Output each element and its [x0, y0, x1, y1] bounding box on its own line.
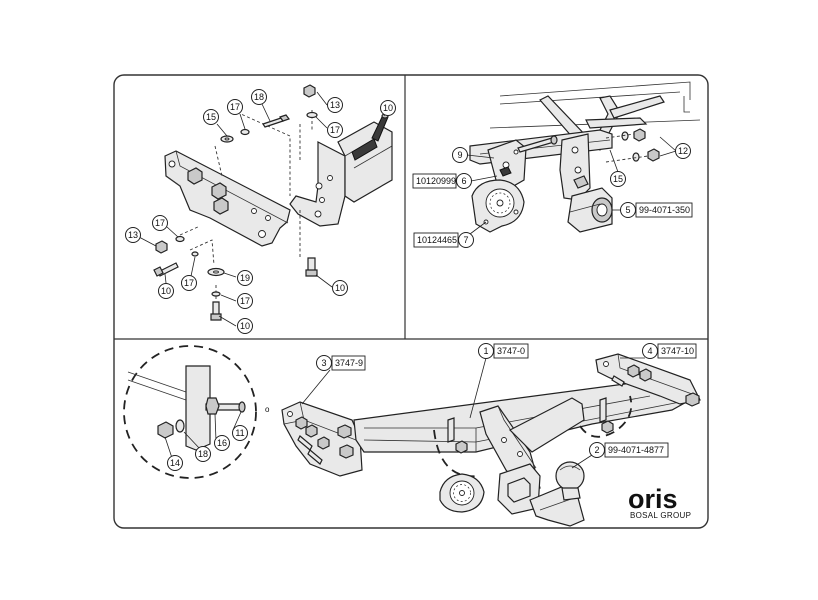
washer-17-icon	[240, 128, 250, 136]
towbar-assembly-view: o 11 16 18 14	[123, 343, 701, 527]
svg-text:o: o	[265, 405, 270, 414]
svg-text:19: 19	[240, 273, 250, 283]
balloon-13: 13	[327, 97, 343, 113]
code-3747-10: 3747-10	[657, 343, 697, 359]
brand-subtitle: BOSAL GROUP	[630, 511, 691, 520]
balloon-1: 1	[478, 343, 494, 359]
svg-text:10: 10	[161, 286, 171, 296]
balloon-7: 7	[458, 232, 474, 248]
balloon-14: 14	[167, 455, 183, 471]
balloon-17: 17	[181, 275, 197, 291]
balloon-11: 11	[232, 425, 248, 441]
detail-circle	[123, 345, 257, 479]
svg-text:10124465: 10124465	[417, 235, 457, 245]
balloon-18: 18	[195, 446, 211, 462]
svg-text:17: 17	[184, 278, 194, 288]
svg-text:10120999: 10120999	[416, 176, 456, 186]
balloon-9: 9	[452, 147, 468, 163]
svg-text:9: 9	[457, 150, 462, 160]
brand-logo-text: oris	[628, 484, 678, 514]
bracket-exploded-view: 15 17 18 13 17 10 17 13 10 17 19 17 10 1…	[125, 84, 396, 334]
svg-text:14: 14	[170, 458, 180, 468]
diagram-frame	[113, 74, 709, 529]
balloon-19: 19	[237, 270, 253, 286]
svg-text:10: 10	[383, 103, 393, 113]
balloon-10: 10	[380, 100, 396, 116]
svg-text:15: 15	[613, 174, 623, 184]
detail-arc-right	[579, 395, 633, 438]
svg-text:18: 18	[198, 449, 208, 459]
svg-text:15: 15	[206, 112, 216, 122]
balloon-13: 13	[125, 227, 141, 243]
svg-text:18: 18	[254, 92, 264, 102]
socket-installation-view: 9 6 10120999 7 10124465 12 15 5 99-4071-…	[412, 81, 701, 248]
bolt-18-icon	[262, 117, 284, 128]
balloon-17: 17	[327, 122, 343, 138]
svg-text:5: 5	[625, 205, 630, 215]
svg-text:4: 4	[647, 346, 652, 356]
svg-text:17: 17	[230, 102, 240, 112]
balloon-10: 10	[332, 280, 348, 296]
balloon-10: 10	[158, 283, 174, 299]
svg-text:11: 11	[235, 428, 244, 438]
balloon-17: 17	[152, 215, 168, 231]
svg-text:13: 13	[330, 100, 340, 110]
balloon-17: 17	[227, 99, 243, 115]
code-3747-0: 3747-0	[493, 343, 529, 359]
code-99-4071-4877: 99-4071-4877	[604, 442, 669, 458]
oris-logo: oris BOSAL GROUP	[628, 484, 691, 520]
svg-text:17: 17	[155, 218, 165, 228]
svg-text:99-4071-4877: 99-4071-4877	[608, 445, 664, 455]
balloon-4: 4	[642, 343, 658, 359]
balloon-3: 3	[316, 355, 332, 371]
svg-text:17: 17	[330, 125, 340, 135]
nut-13-left-icon	[155, 240, 168, 254]
balloon-10: 10	[237, 318, 253, 334]
svg-text:99-4071-350: 99-4071-350	[639, 205, 690, 215]
balloon-6: 6	[456, 173, 472, 189]
balloon-18: 18	[251, 89, 267, 105]
svg-text:6: 6	[461, 176, 466, 186]
svg-text:3: 3	[321, 358, 326, 368]
svg-text:3747-0: 3747-0	[497, 346, 525, 356]
balloon-16: 16	[214, 435, 230, 451]
svg-text:16: 16	[217, 438, 227, 448]
svg-text:13: 13	[128, 230, 138, 240]
svg-text:3747-9: 3747-9	[335, 358, 363, 368]
balloon-12: 12	[675, 143, 691, 159]
code-10120999: 10120999	[412, 173, 457, 189]
code-10124465: 10124465	[413, 232, 459, 248]
svg-text:17: 17	[240, 296, 250, 306]
balloon-5: 5	[620, 202, 636, 218]
svg-text:10: 10	[335, 283, 345, 293]
svg-text:10: 10	[240, 321, 250, 331]
svg-text:1: 1	[483, 346, 488, 356]
code-99-4071-350: 99-4071-350	[635, 202, 693, 218]
svg-text:7: 7	[463, 235, 468, 245]
balloon-2: 2	[589, 442, 605, 458]
code-3747-9: 3747-9	[331, 355, 366, 371]
nut-13-top-icon	[303, 84, 316, 98]
balloon-15: 15	[610, 171, 626, 187]
svg-text:12: 12	[678, 146, 688, 156]
balloon-17: 17	[237, 293, 253, 309]
svg-text:2: 2	[594, 445, 599, 455]
balloon-15: 15	[203, 109, 219, 125]
svg-text:3747-10: 3747-10	[661, 346, 694, 356]
